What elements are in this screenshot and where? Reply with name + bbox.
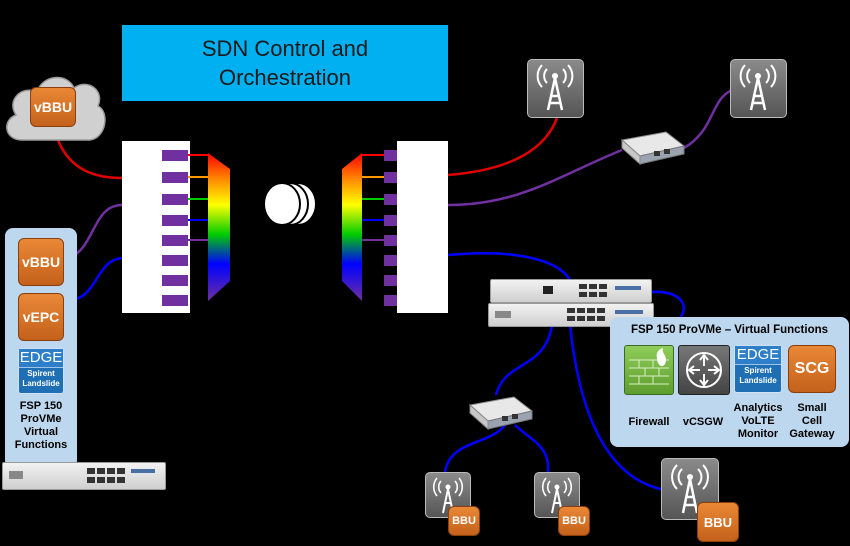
edge-tile-left: EDGE Spirent Landslide	[18, 348, 64, 394]
link-switch-blue	[447, 252, 572, 281]
link-tower1-red	[447, 117, 559, 177]
fsp150-device-top	[490, 279, 652, 303]
edge-label: EDGE	[19, 349, 63, 368]
scg-caption: Small Cell Gateway	[789, 402, 835, 440]
device-ports	[9, 468, 155, 483]
cell-tower-bbu-2	[534, 472, 580, 518]
scg-label: SCG	[794, 360, 830, 377]
right-panel-title: FSP 150 ProVMe – Virtual Functions	[630, 324, 829, 336]
bbu-label: BBU	[703, 514, 733, 530]
fiber-spool-icon	[263, 182, 317, 226]
link-nid-purple	[447, 148, 623, 207]
vbbu-cloud-tile: vBBU	[30, 87, 76, 127]
cell-tower-icon	[432, 477, 464, 514]
cell-tower-1	[527, 59, 584, 118]
bbu-tile-1: BBU	[448, 506, 480, 536]
vbbu-cloud-label: vBBU	[33, 99, 73, 115]
link-tower2-purple	[683, 88, 733, 150]
device-ports	[543, 284, 641, 297]
nid-device-bottom	[468, 396, 534, 431]
vepc-tile: vEPC	[18, 293, 64, 341]
nid-device-top	[620, 131, 686, 166]
cell-tower-2	[730, 59, 787, 118]
cell-tower-icon	[739, 64, 777, 111]
vepc-label: vEPC	[22, 309, 60, 325]
cell-tower-icon	[536, 64, 574, 111]
edge-line1: Spirent	[27, 369, 55, 378]
vcsgw-label: vCSGW	[682, 416, 724, 428]
analytics-label: Analytics VoLTE Monitor	[733, 402, 783, 440]
edge-line2: Landslide	[739, 376, 777, 385]
link-switch-tower3-blue	[568, 324, 666, 492]
link-nid-bbu1-blue	[443, 424, 506, 473]
cell-tower-bbu-3	[661, 458, 719, 520]
scg-tile: SCG	[788, 345, 836, 393]
left-panel-caption: FSP 150 ProVMe Virtual Functions	[14, 400, 68, 451]
firewall-icon	[629, 348, 669, 385]
router-icon	[686, 352, 722, 388]
fsp150-device-left	[2, 462, 166, 490]
roadm-right	[397, 141, 448, 313]
firewall-tile	[624, 345, 674, 395]
link-switch-panel-blue	[649, 290, 685, 319]
sdn-title: SDN Control and Orchestration	[201, 36, 369, 90]
vbbu-tile: vBBU	[18, 238, 64, 286]
edge-line1: Spirent	[744, 366, 772, 375]
bbu-label: BBU	[562, 515, 586, 527]
prism-icon	[208, 153, 230, 301]
vbbu-label: vBBU	[21, 254, 61, 270]
sdn-title-box: SDN Control and Orchestration	[122, 25, 448, 101]
firewall-label: Firewall	[628, 416, 670, 428]
link-nid-bbu2-blue	[514, 424, 550, 473]
link-cloud-red	[56, 139, 123, 180]
bbu-label: BBU	[452, 515, 476, 527]
device-ports	[495, 308, 643, 321]
cell-tower-icon	[671, 464, 709, 514]
bbu-tile-2: BBU	[558, 506, 590, 536]
edge-tile-right: EDGE Spirent Landslide	[734, 345, 782, 393]
edge-label: EDGE	[735, 346, 781, 365]
link-switch-nid-blue	[494, 324, 554, 396]
vcsgw-tile	[678, 345, 730, 395]
cell-tower-icon	[541, 477, 573, 514]
roadm-left-ports	[162, 150, 230, 306]
bbu-tile-3: BBU	[697, 502, 739, 542]
prism-icon	[342, 153, 362, 301]
edge-line2: Landslide	[22, 379, 60, 388]
